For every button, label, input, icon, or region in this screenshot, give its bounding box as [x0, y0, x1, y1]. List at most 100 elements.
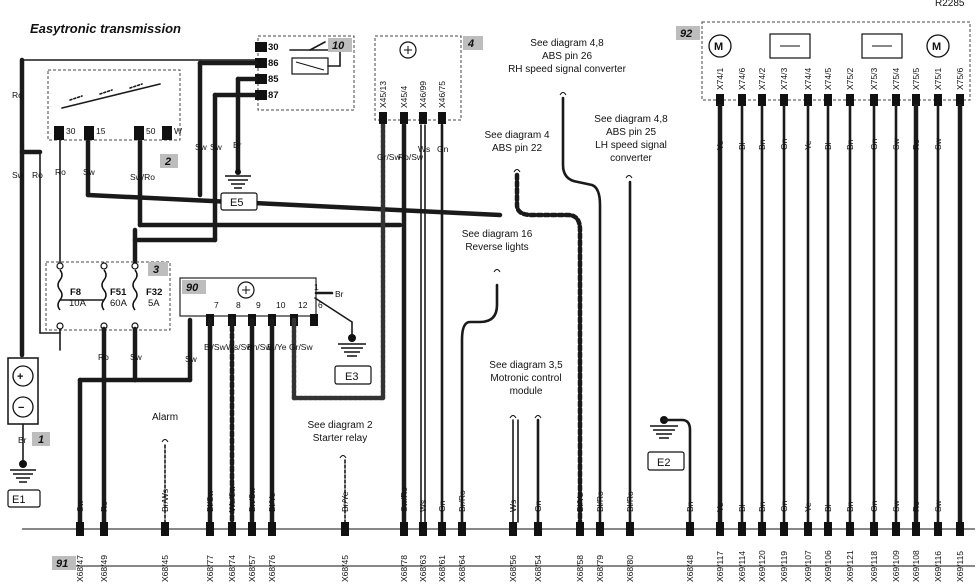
wire-label-sw-f32: Sw — [130, 352, 143, 362]
wire-label-gr-sw-top: Gr/Sw — [377, 152, 401, 162]
wire-label-sw-a: Sw — [83, 167, 96, 177]
bottom-pin-block — [804, 522, 812, 536]
battery-minus: − — [18, 402, 24, 414]
diagram-title: Easytronic transmission — [30, 21, 181, 36]
bottom-wire-label-9: Ws — [418, 500, 428, 512]
bottom-pin-X68-56: X68/56 — [508, 555, 518, 582]
c92-pin-block — [870, 94, 878, 106]
bottom-pin-X68-80: X68/80 — [625, 555, 635, 582]
connector-strip-91 — [22, 528, 975, 567]
note-starter: See diagram 2 Starter relay — [307, 420, 373, 459]
wire-label-sw-relay2: Sw — [210, 142, 223, 152]
wire-label-gn-top: Gn — [437, 144, 449, 154]
bottom-pin-block — [824, 522, 832, 536]
c90-pin-12: 12 — [298, 300, 308, 310]
c92-pin-X74-2: X74/2 — [757, 68, 767, 90]
bottom-pin-block — [248, 522, 256, 536]
bottom-pin-block — [846, 522, 854, 536]
bottom-pin-block — [268, 522, 276, 536]
bottom-wire-label-19: Bl — [737, 504, 747, 512]
bottom-wire-label-8: Sw/Ro — [399, 487, 409, 512]
c92-pin-block — [716, 94, 724, 106]
bottom-wire-label-0: Sw — [75, 499, 85, 512]
bottom-wire-label-3: Bl/Sw — [205, 489, 215, 512]
c92-wire-label-2: Bn — [757, 139, 767, 150]
left-feed-wires — [19, 57, 503, 358]
bottom-pin-X69-118: X69/118 — [869, 551, 879, 582]
c90-pin-9: 9 — [256, 300, 261, 310]
bottom-pin-block — [738, 522, 746, 536]
fuse-f51-name: F51 — [110, 287, 127, 298]
bottom-wire-label-26: Sw — [891, 499, 901, 512]
c90-pin-6: 6 — [318, 300, 323, 310]
bottom-wire-label-23: Bl — [823, 504, 833, 512]
m4-pin-block — [419, 112, 427, 124]
c92-wire-label-0: Ye — [715, 140, 725, 150]
bottom-wire-label-2: Br/Ws — [160, 489, 170, 512]
note-motronic-line1: See diagram 3,5 — [489, 360, 563, 371]
bottom-wire-label-21: Gn — [779, 500, 789, 512]
bottom-pin-X69-107: X69/107 — [803, 550, 813, 582]
bottom-pin-X69-108: X69/108 — [911, 550, 921, 582]
fuse-f32-rating: 5A — [148, 298, 160, 309]
bottom-wire-label-25: Gn — [869, 500, 879, 512]
ref-3: 3 — [153, 264, 159, 276]
wire-label-bl-ye: Bl/Ye — [267, 342, 287, 352]
bottom-pin-block — [400, 522, 408, 536]
bottom-wire-label-11: Br/Ro — [457, 490, 467, 512]
note-starter-line1: See diagram 2 — [307, 420, 372, 431]
note-abs26-line2: ABS pin 26 — [542, 51, 592, 62]
bottom-wire-label-17: Bn — [685, 501, 695, 512]
c92-pin-X74-1: X74/1 — [715, 68, 725, 90]
bottom-pin-block — [419, 522, 427, 536]
connector-90-wires — [207, 122, 386, 525]
ground-e2-symbol — [647, 416, 692, 524]
c92-pin-block — [892, 94, 900, 106]
ref-10: 10 — [332, 40, 345, 52]
bottom-wire-label-5: Bn/Sw — [247, 487, 257, 512]
note-alarm: Alarm — [152, 412, 178, 443]
bottom-pin-block — [780, 522, 788, 536]
note-reverse-line1: See diagram 16 — [462, 229, 533, 240]
diagram-number: R2285 — [935, 0, 965, 9]
c92-wire-label-4: Ye — [803, 140, 813, 150]
ground-e1-symbol — [7, 423, 41, 508]
c92-wire-label-9: Ro — [911, 139, 921, 150]
note-starter-line2: Starter relay — [313, 433, 367, 444]
ref-4: 4 — [467, 38, 474, 50]
note-reverse: See diagram 16 Reverse lights — [462, 229, 533, 273]
bottom-pin-X69-109: X69/109 — [891, 550, 901, 582]
ign-pin-w: W — [174, 126, 182, 136]
c92-pin-block — [758, 94, 766, 106]
bottom-pin-X68-78: X68/78 — [399, 555, 409, 582]
c92-pin-block — [846, 94, 854, 106]
bottom-wire-label-1: Ro — [99, 501, 109, 512]
note-abs26-line3: RH speed signal converter — [508, 64, 627, 75]
m4-pin-block — [379, 112, 387, 124]
wire-label-ro-f51: Ro — [98, 352, 109, 362]
c92-wire-label-1: Bl — [737, 142, 747, 150]
c92-pin-block — [824, 94, 832, 106]
bottom-wire-label-28: Sw — [933, 499, 943, 512]
ground-e3-symbol — [334, 334, 372, 385]
bottom-pin-X68-58: X68/58 — [575, 555, 585, 582]
note-abs25-line4: converter — [610, 153, 652, 164]
wire-label-sw-ro: Sw/Ro — [130, 172, 155, 182]
m4-pin-X45-13: X45/13 — [378, 81, 388, 108]
bottom-pin-X68-47: X68/47 — [75, 555, 85, 582]
c92-pin-X75-6: X75/6 — [955, 68, 965, 90]
note-abs22-line1: See diagram 4 — [484, 130, 549, 141]
wire-label-bn-sw: Bn/Sw — [247, 342, 272, 352]
fuse-f32-name: F32 — [146, 287, 162, 298]
c92-wire-label-10: Sw — [933, 137, 943, 150]
note-alarm-label: Alarm — [152, 412, 178, 423]
battery — [7, 357, 39, 425]
bottom-pin-X68-63: X68/63 — [418, 555, 428, 582]
bottom-pin-block — [576, 522, 584, 536]
note-abs25-line3: LH speed signal — [595, 140, 667, 151]
relay-pin-87: 87 — [268, 90, 279, 101]
